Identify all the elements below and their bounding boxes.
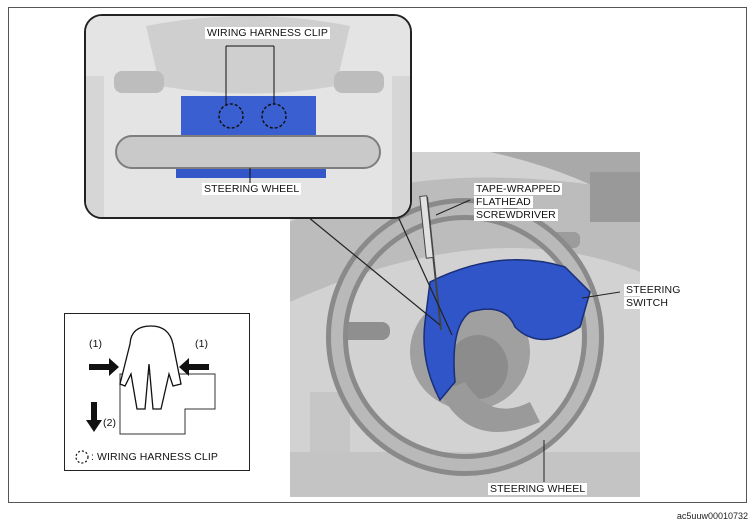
clip-marker-left [218, 103, 244, 129]
steering-wheel-scene [290, 152, 640, 497]
clip-step-1-right: (1) [195, 338, 209, 350]
inset-clip-label: WIRING HARNESS CLIP [205, 27, 330, 39]
legend-dashed-circle [75, 450, 89, 464]
steering-switch-part [423, 259, 591, 402]
inset-wheel-label: STEERING WHEEL [202, 183, 302, 195]
figure-code: ac5uuw00010732 [676, 511, 748, 521]
screwdriver-label-line-1: TAPE-WRAPPED [474, 183, 563, 195]
main-wheel-label: STEERING WHEEL [488, 483, 588, 495]
steering-switch-label-line-1: STEERING [624, 284, 683, 296]
clip-step-2: (2) [103, 417, 117, 429]
clip-legend: : WIRING HARNESS CLIP [91, 451, 218, 463]
clip-step-1-left: (1) [89, 338, 103, 350]
inset-illustration [86, 16, 410, 217]
screwdriver-label-line-3: SCREWDRIVER [474, 209, 558, 221]
clip-detail-illustration [75, 325, 216, 464]
screwdriver-label-line-2: FLATHEAD [474, 196, 533, 208]
scene-illustration [290, 152, 640, 497]
clip-detail-box: (1) (1) (2) : WIRING HARNESS CLIP [64, 313, 250, 471]
steering-switch-label-line-2: SWITCH [624, 297, 671, 309]
figure-frame [8, 7, 747, 503]
